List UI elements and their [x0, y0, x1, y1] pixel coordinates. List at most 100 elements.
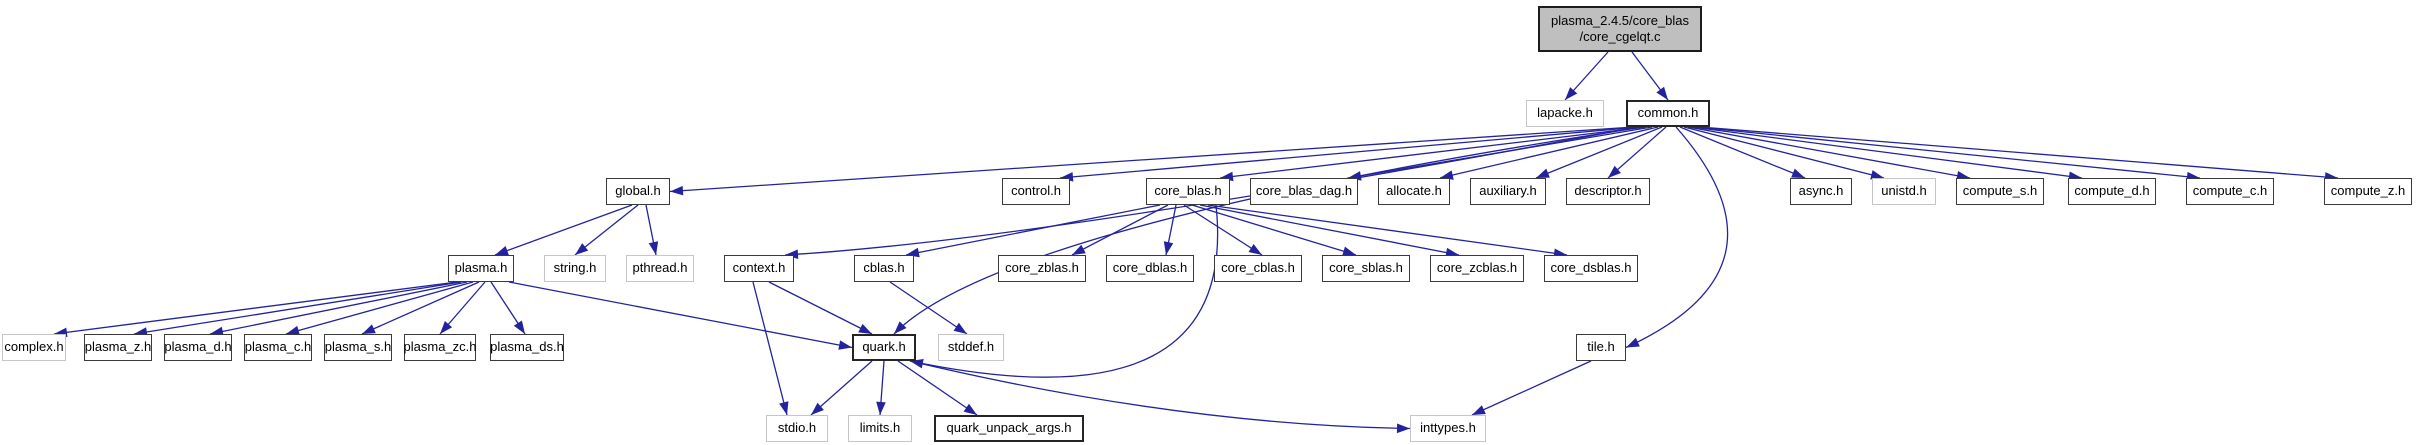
arrowhead-cblas-to-stddef [953, 322, 967, 334]
node-control[interactable]: control.h [1002, 178, 1070, 205]
node-label: lapacke.h [1537, 105, 1593, 121]
include-edge-common-to-compute_c [1695, 126, 2201, 179]
arrowhead-root-to-common [1656, 86, 1668, 100]
include-edge-common-to-context [784, 126, 1639, 256]
node-global[interactable]: global.h [606, 178, 670, 205]
node-label: string.h [553, 260, 597, 276]
node-quark[interactable]: quark.h [852, 334, 916, 361]
node-label: plasma_d.h [164, 339, 232, 355]
node-core-blas[interactable]: core_blas.h [1146, 178, 1230, 205]
node-string: string.h [544, 255, 606, 282]
arrowhead-context-to-stdio [779, 401, 789, 415]
arrowhead-common-to-descriptor [1608, 165, 1621, 178]
node-core-zcblas[interactable]: core_zcblas.h [1430, 255, 1524, 282]
node-plasma-d[interactable]: plasma_d.h [164, 334, 232, 361]
node-label: core_blas.h [1154, 183, 1222, 199]
node-compute-z[interactable]: compute_z.h [2324, 178, 2412, 205]
include-edge-plasma-to-plasma_c [285, 281, 474, 335]
arrowhead-core_blas-to-core_zcblas [1445, 247, 1459, 258]
arrowhead-plasma-to-plasma_zc [440, 321, 453, 334]
node-allocate[interactable]: allocate.h [1378, 178, 1450, 205]
node-auxiliary[interactable]: auxiliary.h [1470, 178, 1546, 205]
node-label: core_blas_dag.h [1255, 183, 1353, 199]
arrowhead-common-to-unistd [1870, 170, 1884, 180]
node-label: global.h [615, 183, 661, 199]
node-label: core_zcblas.h [1436, 260, 1518, 276]
node-core-cblas[interactable]: core_cblas.h [1214, 255, 1302, 282]
include-edge-quark-to-stdio [810, 360, 873, 416]
node-label: tile.h [1587, 339, 1615, 355]
node-label: pthread.h [632, 260, 688, 276]
include-edge-common-to-unistd [1683, 126, 1885, 179]
node-label: quark_unpack_args.h [946, 420, 1072, 436]
include-edge-common-to-allocate [1439, 126, 1659, 179]
node-core-sblas[interactable]: core_sblas.h [1322, 255, 1410, 282]
node-complex: complex.h [2, 334, 66, 361]
node-label: plasma.h [454, 260, 508, 276]
node-compute-d[interactable]: compute_d.h [2068, 178, 2156, 205]
include-edge-tile-to-inttypes [1471, 360, 1592, 416]
node-root: plasma_2.4.5/core_blas /core_cgelqt.c [1538, 6, 1702, 52]
node-label: control.h [1011, 183, 1061, 199]
node-plasma-s[interactable]: plasma_s.h [324, 334, 392, 361]
arrowhead-plasma-to-plasma_c [286, 325, 300, 336]
include-edge-common-to-control [1059, 126, 1641, 179]
node-label: core_dblas.h [1112, 260, 1188, 276]
include-edge-common-to-core_blas [1219, 126, 1647, 179]
node-label: plasma_z.h [84, 339, 152, 355]
arrowhead-common-to-global [670, 185, 684, 196]
node-label: compute_d.h [2074, 183, 2150, 199]
node-core-blas-dag[interactable]: core_blas_dag.h [1250, 178, 1358, 205]
node-plasma-ds[interactable]: plasma_ds.h [490, 334, 564, 361]
arrowhead-common-to-control [1060, 172, 1074, 182]
include-edge-common-to-compute_s [1687, 126, 1971, 179]
include-edge-plasma-to-quark [508, 281, 853, 349]
node-label: context.h [732, 260, 786, 276]
node-label: plasma_c.h [244, 339, 312, 355]
node-label: allocate.h [1386, 183, 1442, 199]
arrowhead-common-to-auxiliary [1536, 168, 1550, 178]
include-edge-common-to-compute_z [1699, 126, 2339, 179]
node-label: complex.h [4, 339, 64, 355]
node-unistd: unistd.h [1872, 178, 1936, 205]
node-plasma-z[interactable]: plasma_z.h [84, 334, 152, 361]
node-core-zblas[interactable]: core_zblas.h [998, 255, 1086, 282]
node-limits: limits.h [848, 415, 912, 442]
node-core-dblas[interactable]: core_dblas.h [1106, 255, 1194, 282]
include-edge-context-to-quark [768, 281, 873, 335]
node-label: core_cblas.h [1221, 260, 1295, 276]
node-label: unistd.h [1881, 183, 1927, 199]
node-async[interactable]: async.h [1790, 178, 1852, 205]
node-cblas[interactable]: cblas.h [854, 255, 914, 282]
arrowhead-tile-to-inttypes [1472, 405, 1486, 415]
node-label: common.h [1637, 105, 1699, 121]
node-common[interactable]: common.h [1626, 100, 1710, 127]
include-edge-common-to-auxiliary [1535, 126, 1663, 179]
arrowhead-plasma-to-plasma_ds [513, 320, 525, 334]
node-plasma-zc[interactable]: plasma_zc.h [404, 334, 477, 361]
include-edge-core_blas-to-core_sblas [1191, 204, 1357, 256]
include-edge-core_blas-to-core_zblas [1071, 204, 1169, 256]
node-label: core_dsblas.h [1550, 260, 1632, 276]
node-label: stddef.h [947, 339, 995, 355]
node-quark-unpack[interactable]: quark_unpack_args.h [934, 415, 1084, 442]
node-core-dsblas[interactable]: core_dsblas.h [1544, 255, 1638, 282]
node-compute-s[interactable]: compute_s.h [1956, 178, 2044, 205]
node-tile[interactable]: tile.h [1576, 334, 1626, 361]
arrowhead-core_blas-to-cblas [906, 247, 920, 258]
node-plasma[interactable]: plasma.h [448, 255, 514, 282]
arrowhead-plasma-to-quark [838, 340, 852, 350]
include-edge-global-to-plasma [494, 204, 633, 256]
node-context[interactable]: context.h [724, 255, 794, 282]
arrowhead-context-to-quark [858, 323, 872, 334]
include-edge-plasma-to-complex [53, 281, 458, 335]
include-edge-plasma-to-plasma_s [361, 281, 480, 335]
node-plasma-c[interactable]: plasma_c.h [244, 334, 312, 361]
node-compute-c[interactable]: compute_c.h [2186, 178, 2274, 205]
node-descriptor[interactable]: descriptor.h [1566, 178, 1650, 205]
include-edge-common-to-quark [893, 126, 1645, 335]
arrowhead-global-to-plasma [495, 246, 509, 256]
include-edge-cblas-to-stddef [889, 281, 968, 335]
